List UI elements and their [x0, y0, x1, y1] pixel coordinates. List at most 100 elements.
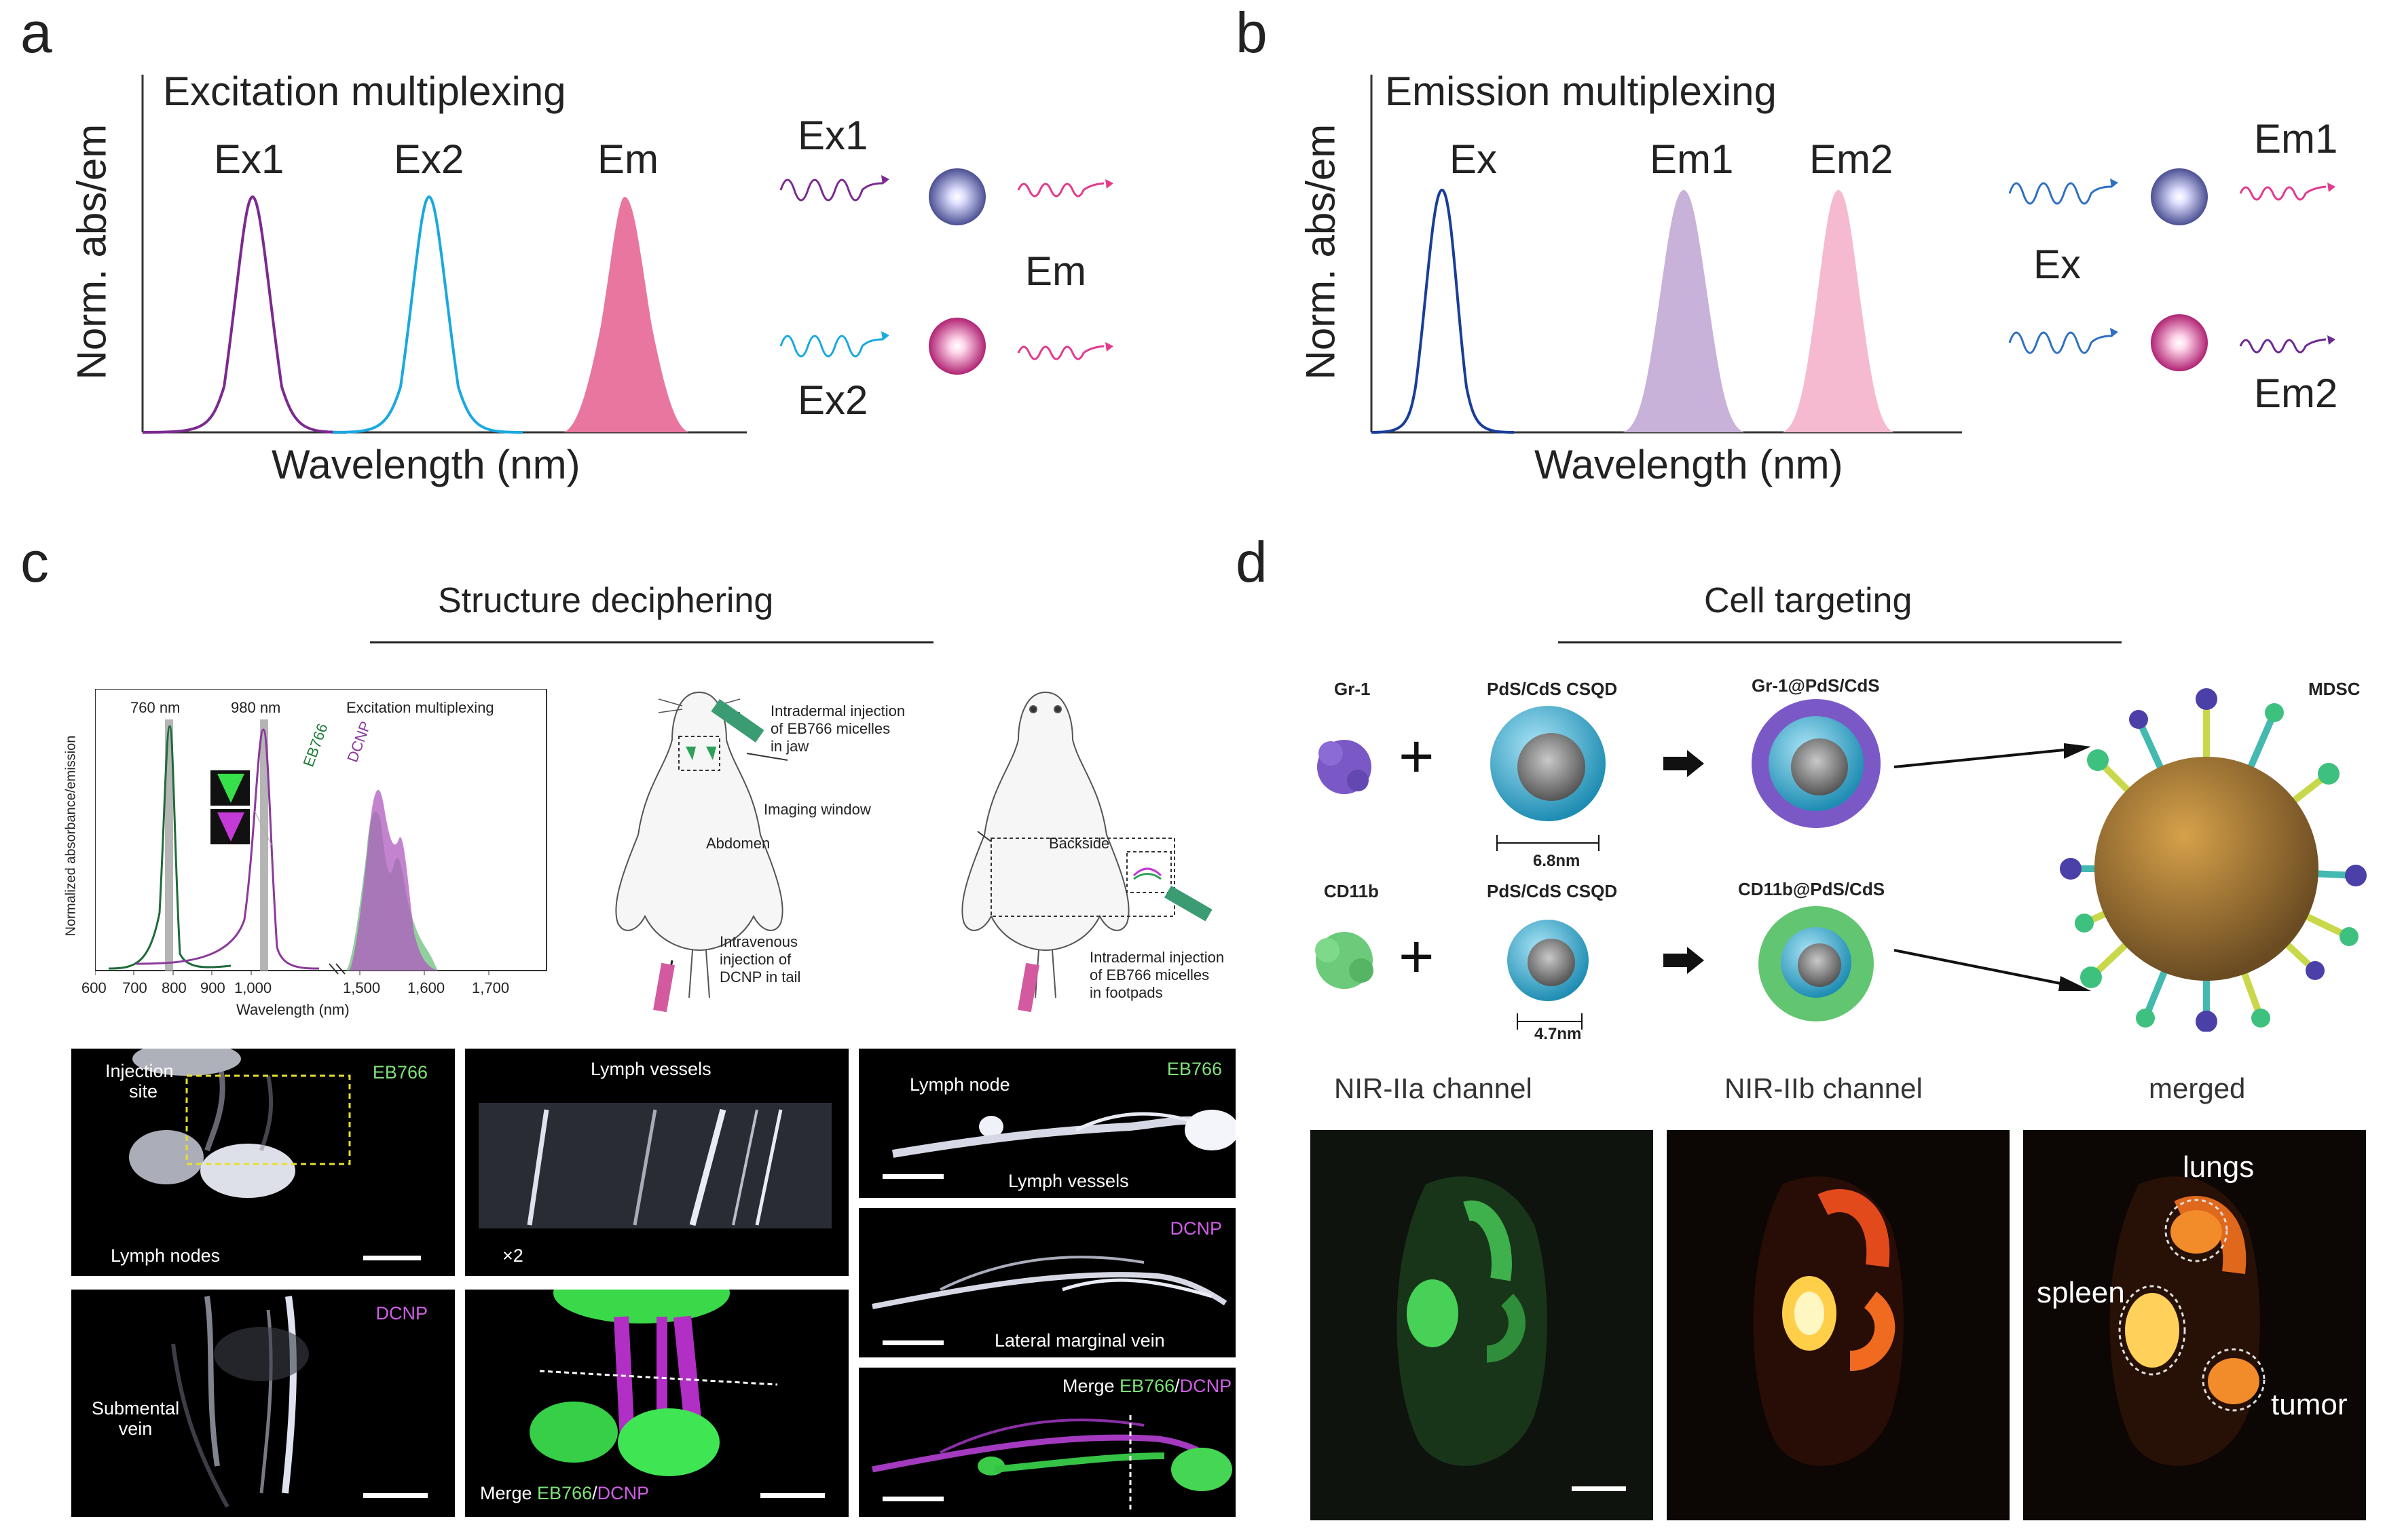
channel-nir-iia: NIR-IIa channel: [1334, 1072, 1532, 1104]
panel-c-title-rule: [370, 641, 933, 643]
size-6-8: 6.8nm: [1533, 852, 1580, 870]
ex2-wave-icon: [779, 335, 883, 358]
mouse-front-icon: [615, 691, 783, 998]
scalebar: [883, 1497, 944, 1501]
panel-c-letter: c: [20, 530, 49, 594]
em-curve: [563, 197, 689, 432]
tick-1000: 1,000: [234, 979, 272, 996]
schem-ex: Ex: [2033, 242, 2082, 287]
image-merged: lungs spleen tumor: [2023, 1130, 2366, 1520]
dot-label-1: PdS/CdS CSQD: [1487, 679, 1618, 699]
panel-d-letter: d: [1236, 530, 1268, 594]
em1-curve: [1623, 190, 1745, 432]
organ-lungs: lungs: [2183, 1150, 2255, 1184]
svg-text:+: +: [1399, 923, 1435, 991]
schem-ex2: Ex2: [798, 377, 868, 423]
ex-wave2-icon: [2008, 331, 2112, 354]
label-zoom: ×2: [502, 1245, 523, 1266]
organ-spleen: spleen: [2037, 1276, 2125, 1309]
mouse-abdomen: Abdomen: [706, 835, 771, 852]
ex1-wave-icon: [779, 179, 883, 202]
size-4-7: 4.7nm: [1534, 1025, 1582, 1043]
label-lymph-vessels: Lymph vessels: [591, 1059, 711, 1079]
product-gr1: Gr-1@PdS/CdS: [1752, 675, 1880, 696]
svg-text:+: +: [1399, 723, 1435, 791]
schem-em: Em: [1025, 248, 1086, 294]
cd11b-protein-icon: [1315, 932, 1373, 989]
tick-1600: 1,600: [407, 979, 445, 996]
organ-tumor: tumor: [2271, 1388, 2348, 1421]
tick-1500: 1,500: [343, 979, 381, 996]
schem-em1: Em1: [2254, 116, 2338, 162]
panel-c-spectrum: [95, 689, 547, 975]
image-merge-jaw: Merge EB766/DCNP: [465, 1290, 849, 1517]
em-wave-icon: [1017, 182, 1105, 198]
image-nir-iib: [1667, 1130, 2010, 1520]
panel-b-title: Emission multiplexing: [1385, 69, 1777, 114]
image-dcnp-foot: DCNP Lateral marginal vein: [859, 1208, 1236, 1357]
quantum-dot-large-icon: [1490, 706, 1606, 821]
particle-pink-icon: [929, 318, 986, 375]
line-980: 980 nm: [231, 699, 281, 716]
panel-a-xlabel: Wavelength (nm): [272, 442, 580, 487]
ex-curve: [1371, 188, 1515, 434]
panel-b-schematic: [2008, 168, 2335, 371]
channel-nir-iib: NIR-IIb channel: [1724, 1072, 1923, 1104]
product-cd11b: CD11b@PdS/CdS: [1738, 879, 1885, 899]
label-merge-foot: Merge EB766/DCNP: [1062, 1376, 1232, 1396]
tag-eb766-foot: EB766: [1166, 1059, 1222, 1079]
scalebar: [363, 1256, 421, 1260]
tick-600: 600: [81, 979, 107, 996]
schem-em2: Em2: [2254, 371, 2338, 416]
quantum-dot-small-icon: [1507, 920, 1589, 1001]
label-lymph-vessels-foot: Lymph vessels: [1008, 1171, 1129, 1191]
note-window: Imaging window: [764, 801, 871, 818]
scalebar: [883, 1174, 944, 1179]
image-merge-foot: Merge EB766/DCNP: [859, 1368, 1236, 1517]
ligand-gr1: Gr-1: [1334, 679, 1371, 699]
label-merge-jaw: Merge EB766/DCNP: [480, 1483, 650, 1503]
peak-em2: Em2: [1809, 136, 1893, 182]
panel-a-title: Excitation multiplexing: [163, 69, 566, 114]
ligand-cd11b: CD11b: [1324, 881, 1379, 901]
dot-label-2: PdS/CdS CSQD: [1487, 881, 1618, 901]
tag-dcnp-foot: DCNP: [1170, 1218, 1222, 1239]
mouse-backside: Backside: [1049, 835, 1110, 852]
em1-wave-icon: [2239, 185, 2327, 201]
peak-ex: Ex: [1449, 136, 1498, 182]
panel-b-letter: b: [1236, 1, 1268, 64]
line-760: 760 nm: [130, 699, 181, 716]
scalebar: [883, 1340, 944, 1345]
image-eb766-foot: Lymph node EB766 Lymph vessels: [859, 1049, 1236, 1198]
panel-d-title: Cell targeting: [1704, 581, 1912, 620]
peak-em: Em: [597, 136, 659, 182]
panel-a-ylabel: Norm. abs/em: [69, 124, 115, 380]
panel-c-title: Structure deciphering: [438, 581, 774, 620]
scalebar: [760, 1493, 825, 1498]
panel-a-letter: a: [20, 1, 52, 64]
peak-ex1: Ex1: [214, 136, 284, 182]
tick-800: 800: [162, 979, 187, 996]
tick-900: 900: [200, 979, 225, 996]
label-lymph-nodes: Lymph nodes: [111, 1245, 221, 1266]
cd11b-conjugate-icon: [1758, 906, 1874, 1021]
particle-pink-b-icon: [2151, 314, 2208, 371]
particle-blue-b-icon: [2151, 168, 2208, 225]
tag-eb766: EB766: [372, 1062, 428, 1083]
em2-wave-icon: [2239, 338, 2327, 354]
spectrum-label: Excitation multiplexing: [346, 699, 494, 716]
panel-b-xlabel: Wavelength (nm): [1534, 442, 1843, 487]
image-nir-iia: [1310, 1130, 1653, 1520]
cell-label-mdsc: MDSC: [2308, 679, 2361, 699]
particle-blue-icon: [929, 168, 986, 225]
panel-a-schematic: [779, 168, 1113, 375]
ex1-curve: [142, 195, 347, 434]
peak-ex2: Ex2: [394, 136, 464, 182]
label-lymph-node: Lymph node: [910, 1074, 1010, 1095]
panel-b-plot: [1370, 75, 1962, 434]
